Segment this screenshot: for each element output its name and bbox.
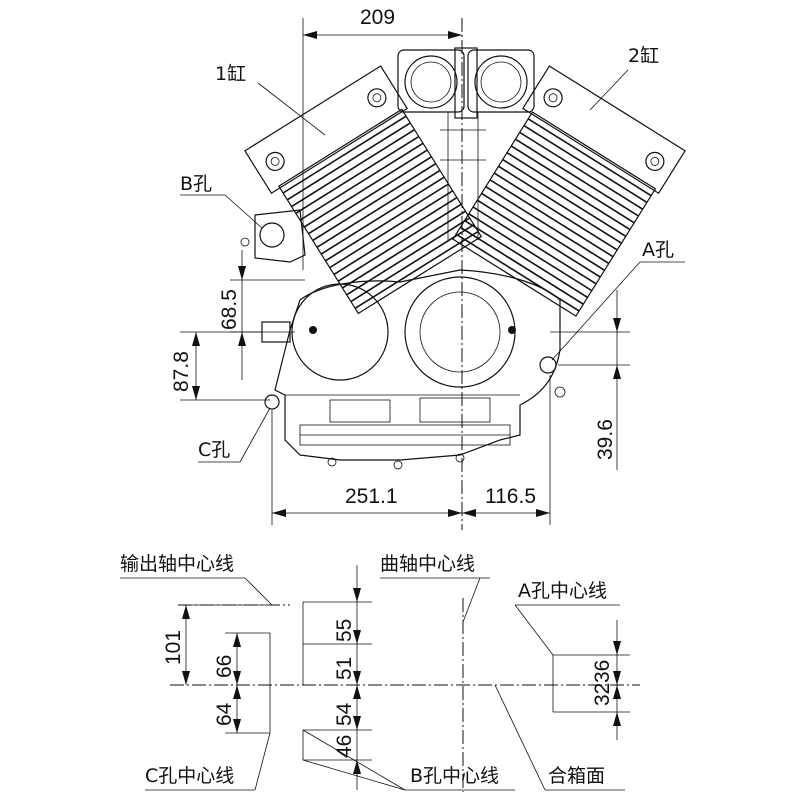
label-b-center: B孔中心线 bbox=[410, 765, 499, 787]
leader-a-center bbox=[514, 604, 554, 656]
dim-54: 54 bbox=[333, 702, 356, 726]
dim-55: 55 bbox=[333, 619, 356, 642]
dim-101: 101 bbox=[162, 630, 185, 665]
dim-51: 51 bbox=[333, 657, 356, 680]
cylinder-2 bbox=[452, 65, 686, 317]
leader-b-center-1 bbox=[302, 729, 406, 791]
top-dimensions: 209 68.5 87.8 39.6 251.1 116.5 bbox=[170, 6, 685, 525]
a-hole bbox=[539, 356, 557, 374]
leader-a-hole bbox=[551, 261, 641, 361]
dim-116.5: 116.5 bbox=[485, 485, 536, 508]
dim-32: 32 bbox=[591, 683, 614, 706]
leader-cyl2 bbox=[589, 69, 629, 111]
label-c-hole: C孔 bbox=[198, 439, 230, 461]
centerline-diagram: 101 66 64 55 51 54 46 bbox=[120, 553, 640, 792]
leader-c-center bbox=[254, 732, 271, 791]
left-cover-circle bbox=[291, 283, 389, 381]
label-a-hole: A孔 bbox=[642, 239, 674, 261]
dim-46: 46 bbox=[333, 735, 356, 758]
label-case-face: 合箱面 bbox=[548, 765, 605, 787]
cylinder-2-fins bbox=[455, 118, 652, 312]
c-hole bbox=[264, 394, 280, 410]
leader-b-hole bbox=[224, 194, 263, 229]
crankcase-outline bbox=[274, 269, 561, 461]
label-crank-shaft: 曲轴中心线 bbox=[380, 553, 475, 575]
cylinder-1-body bbox=[278, 108, 483, 315]
intake-block bbox=[397, 47, 535, 240]
cylinder-2-head-cover bbox=[522, 65, 686, 195]
leader-output-shaft bbox=[244, 577, 273, 606]
cylinder-1-fins bbox=[282, 115, 479, 310]
dim-251.1: 251.1 bbox=[345, 485, 398, 508]
label-output-shaft: 输出轴中心线 bbox=[120, 553, 234, 575]
dim-39.6: 39.6 bbox=[594, 419, 617, 460]
cylinder-1 bbox=[244, 65, 483, 315]
dim-68.5: 68.5 bbox=[218, 289, 241, 330]
dim-64: 64 bbox=[213, 702, 236, 726]
b-hole-bracket bbox=[254, 209, 306, 263]
b-hole bbox=[259, 222, 285, 248]
cylinder-1-head-cover bbox=[244, 65, 408, 195]
dim-36: 36 bbox=[591, 660, 614, 683]
label-a-center: A孔中心线 bbox=[518, 580, 607, 602]
label-b-hole: B孔 bbox=[180, 173, 212, 195]
leader-cyl1 bbox=[257, 82, 326, 136]
label-cyl1: 1缸 bbox=[215, 63, 246, 85]
dim-209: 209 bbox=[360, 6, 395, 29]
leader-c-hole bbox=[239, 407, 271, 463]
leader-b-center-2 bbox=[302, 759, 406, 791]
dim-66: 66 bbox=[213, 655, 236, 678]
label-cyl2: 2缸 bbox=[628, 45, 659, 67]
leader-crank-shaft bbox=[462, 577, 481, 623]
label-c-center: C孔中心线 bbox=[145, 765, 234, 787]
dim-87.8: 87.8 bbox=[170, 351, 193, 392]
leader-case-face bbox=[494, 684, 546, 791]
right-cover-circle bbox=[404, 276, 516, 388]
engine-top-view bbox=[240, 18, 686, 530]
